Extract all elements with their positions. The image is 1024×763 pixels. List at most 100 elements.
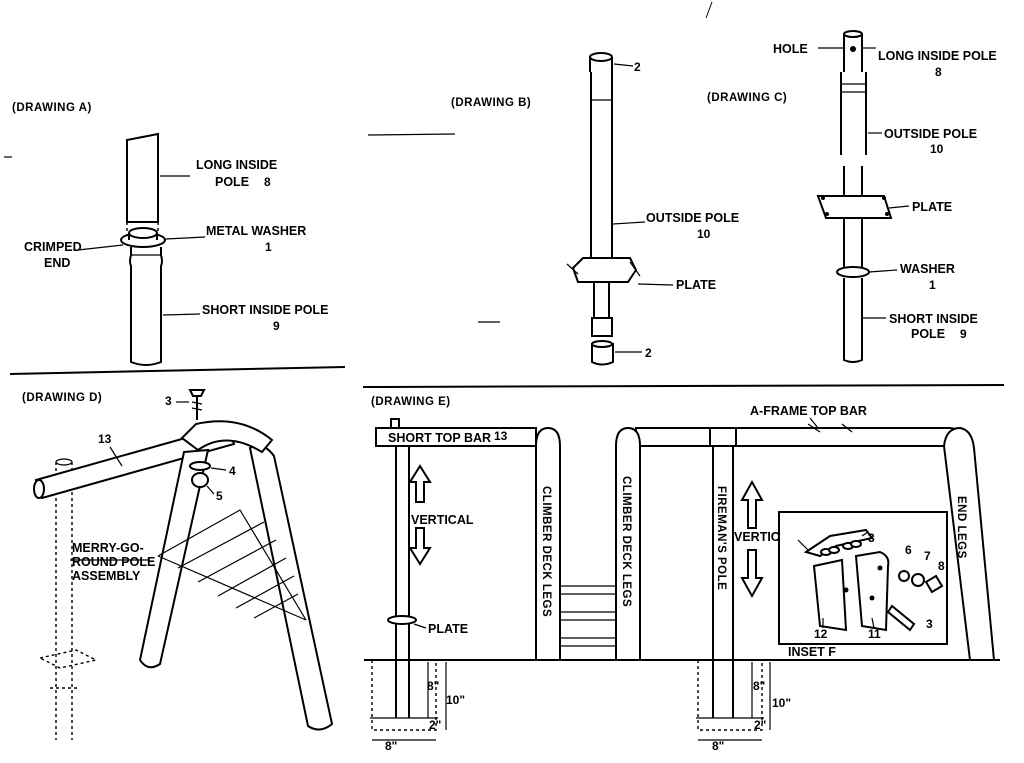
drawing-d: (DRAWING D) (22, 389, 334, 740)
label-end: END (44, 256, 70, 270)
a-frame-bracket (180, 420, 274, 454)
inset-num-6: 6 (905, 543, 912, 557)
plate-c (816, 195, 893, 219)
short-inside-pole (129, 247, 163, 366)
dim-8-width-left: 8" (385, 739, 397, 753)
cap-bottom (591, 343, 614, 366)
label-short-inside-c: SHORT INSIDE (889, 312, 978, 326)
drawing-a: (DRAWING A) LONG INSIDE POLE 8 METAL WAS… (12, 102, 328, 366)
footing-left (370, 660, 447, 741)
num-13-e: 13 (494, 429, 508, 443)
merry-go-round-pole (55, 462, 73, 740)
hole-dot (850, 46, 856, 52)
footing-right (696, 660, 771, 741)
num-9-c: 9 (960, 327, 967, 341)
inset-part-6 (898, 570, 910, 582)
inset-num-8: 8 (938, 559, 945, 573)
climber-deck-leg-2 (615, 426, 641, 661)
drawing-c: (DRAWING C) HOLE LONG INSIDE POLE 8 OUTS… (707, 30, 997, 363)
drawing-c-title: (DRAWING C) (707, 92, 787, 104)
ladder (560, 585, 616, 647)
label-climber-deck-legs-1: CLIMBER DECK LEGS (540, 486, 552, 617)
long-inside-pole (126, 132, 159, 223)
label-plate-c: PLATE (912, 200, 952, 214)
end-legs (942, 426, 996, 661)
inset-num-11: 11 (868, 627, 881, 641)
a-frame-top-bar (635, 427, 972, 447)
label-plate-e: PLATE (428, 622, 468, 636)
stray-mark-top (705, 1, 713, 19)
washer-c (836, 266, 870, 278)
divider-d-e (362, 384, 1005, 388)
drawing-e: (DRAWING E) SHORT TOP BAR 13 A-FRAME TOP… (364, 396, 1000, 753)
inset-num-12: 12 (814, 627, 828, 641)
climber-rungs (157, 509, 307, 621)
inset-bolt-lower (886, 604, 916, 632)
num-13-d: 13 (98, 432, 112, 446)
inset-f: 3 6 7 8 3 12 11 INSET F (778, 511, 948, 659)
inset-num-3-top: 3 (868, 531, 875, 545)
label-washer-c: WASHER (900, 262, 955, 276)
inset-num-3-bottom: 3 (926, 617, 933, 631)
num-10-c: 10 (930, 142, 944, 156)
num-8-a: 8 (264, 175, 271, 189)
plate-b (571, 257, 638, 283)
num-5-d: 5 (216, 489, 223, 503)
num-9-a: 9 (273, 319, 280, 333)
num-2-top: 2 (634, 60, 641, 74)
inset-part-8 (924, 574, 944, 594)
num-2-bottom: 2 (645, 346, 652, 360)
label-long-inside-pole: LONG INSIDE (196, 158, 277, 172)
label-assembly: ASSEMBLY (72, 569, 141, 583)
label-short-top-bar: SHORT TOP BAR (388, 431, 491, 445)
label-long-inside-pole-c: LONG INSIDE POLE (878, 49, 997, 63)
inset-part-7 (911, 573, 925, 587)
inset-f-title: INSET F (788, 645, 836, 659)
label-hole: HOLE (773, 42, 808, 56)
dim-2-left: 2" (429, 718, 441, 732)
inset-bolts-top (820, 540, 862, 556)
label-merry-go: MERRY-GO- (72, 541, 144, 555)
label-short-inside-pole: SHORT INSIDE POLE (202, 303, 328, 317)
label-crimped: CRIMPED (24, 240, 82, 254)
drawing-b-title: (DRAWING B) (451, 97, 531, 109)
drawing-e-title: (DRAWING E) (371, 396, 451, 408)
label-short-inside-c-2: POLE (911, 327, 945, 341)
bolt-3 (188, 389, 206, 397)
drawing-b: (DRAWING B) 2 OUTSIDE POLE 10 PLATE 2 (451, 52, 739, 366)
plate-e (387, 615, 417, 625)
washer-4 (189, 461, 211, 471)
nut-5 (191, 472, 209, 488)
label-firemans-pole: FIREMAN'S POLE (715, 486, 727, 590)
a-frame-leg-right (248, 444, 334, 731)
dim-10-right: 10" (772, 696, 791, 710)
num-1-a: 1 (265, 240, 272, 254)
label-outside-pole-b: OUTSIDE POLE (646, 211, 739, 225)
num-4-d: 4 (229, 464, 236, 478)
inset-bracket-right (854, 550, 890, 632)
num-8-c: 8 (935, 65, 942, 79)
outside-pole-c (840, 72, 867, 155)
label-plate-b: PLATE (676, 278, 716, 292)
vertical-arrow-left (408, 464, 432, 566)
dim-10-left: 10" (446, 693, 465, 707)
a-frame-leg-left (138, 448, 210, 669)
label-round-pole: ROUND POLE (72, 555, 155, 569)
inset-num-7: 7 (924, 549, 931, 563)
drawing-a-title: (DRAWING A) (12, 102, 92, 114)
stray-line-b (367, 133, 456, 136)
pole-sleeve-b (591, 317, 613, 337)
vertical-arrow-right (740, 479, 764, 599)
label-climber-deck-legs-2: CLIMBER DECK LEGS (620, 476, 632, 607)
dim-8-left: 8" (427, 679, 439, 693)
num-10-b: 10 (697, 227, 711, 241)
cap-top (589, 52, 613, 62)
divider-a-d (9, 366, 346, 375)
num-1-c: 1 (929, 278, 936, 292)
dim-8-right: 8" (753, 679, 765, 693)
outside-pole-b (590, 72, 613, 260)
label-vertical-left: VERTICAL (411, 513, 474, 527)
climber-deck-leg-1 (535, 426, 561, 661)
label-outside-pole-c: OUTSIDE POLE (884, 127, 977, 141)
num-3-d: 3 (165, 394, 172, 408)
